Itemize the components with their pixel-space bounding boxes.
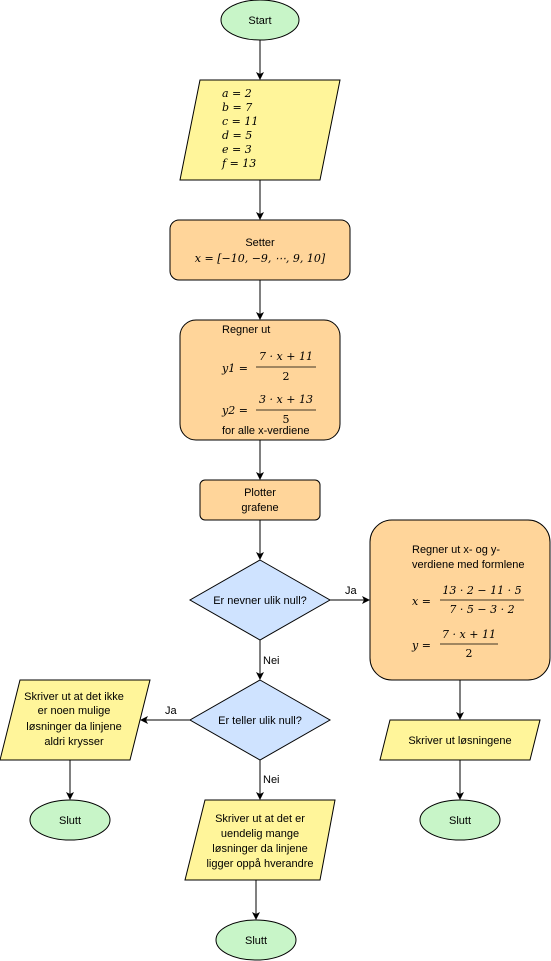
end-node-center: Slutt xyxy=(215,919,297,961)
input-line-d: d = 5 xyxy=(222,129,252,142)
print-infinite-line-4: ligger oppå hverandre xyxy=(206,858,313,870)
input-line-f: f = 13 xyxy=(221,157,256,170)
print-none-line-1: Skriver ut at det ikke xyxy=(24,691,124,703)
solve-x-lhs: x = xyxy=(412,595,431,608)
branch-label-no-2: Nei xyxy=(263,774,280,786)
input-line-b: b = 7 xyxy=(222,101,252,114)
end-node-right: Slutt xyxy=(419,799,501,841)
y2-lhs: y2 = xyxy=(221,404,248,417)
y1-denominator: 2 xyxy=(283,370,290,383)
set-x-title: Setter xyxy=(245,237,275,249)
connectors xyxy=(66,40,464,920)
branch-label-yes-left: Ja xyxy=(165,705,178,717)
input-line-c: c = 11 xyxy=(222,115,258,128)
input-values-node: a = 2 b = 7 c = 11 d = 5 e = 3 f = 13 xyxy=(179,79,341,181)
end-right-label: Slutt xyxy=(449,815,471,827)
plot-line-2: grafene xyxy=(241,502,278,514)
solve-y-numerator: 7 · x + 11 xyxy=(442,628,496,641)
print-none-line-2: er noen mulige xyxy=(38,705,111,717)
print-solution-node: Skriver ut løsningene xyxy=(379,719,541,761)
branch-label-yes-right: Ja xyxy=(345,585,358,597)
solve-y-lhs: y = xyxy=(411,639,431,652)
print-none-line-4: aldri krysser xyxy=(44,736,104,748)
print-infinite-line-1: Skriver ut at det er xyxy=(215,813,305,825)
compute-y-node: Regner ut y1 = 7 · x + 11 2 y2 = 3 · x +… xyxy=(179,319,341,441)
print-infinite-line-2: uendelig mange xyxy=(221,828,299,840)
solve-x-denominator: 7 · 5 − 3 · 2 xyxy=(449,603,514,616)
end-center-label: Slutt xyxy=(245,935,267,947)
set-x-node: Setter x = [−10, −9, ⋯, 9, 10] xyxy=(169,219,351,281)
decision-denominator-node: Er nevner ulik null? xyxy=(188,559,332,641)
input-line-e: e = 3 xyxy=(222,143,252,156)
solve-x-numerator: 13 · 2 − 11 · 5 xyxy=(442,584,521,597)
solve-title-1: Regner ut x- og y- xyxy=(412,544,500,556)
solve-title-2: verdiene med formlene xyxy=(412,559,525,571)
compute-y-footer: for alle x-verdiene xyxy=(222,425,309,437)
print-solution-label: Skriver ut løsningene xyxy=(408,735,511,747)
start-label: Start xyxy=(248,15,271,27)
solve-node: Regner ut x- og y- verdiene med formlene… xyxy=(369,519,551,681)
decision-denominator-question: Er nevner ulik null? xyxy=(213,595,307,607)
plot-line-1: Plotter xyxy=(244,487,276,499)
decision-numerator-node: Er teller ulik null? xyxy=(188,679,332,761)
print-no-solutions-node: Skriver ut at det ikke er noen mulige lø… xyxy=(0,679,151,761)
y2-denominator: 5 xyxy=(283,413,290,426)
input-line-a: a = 2 xyxy=(222,87,252,100)
y1-lhs: y1 = xyxy=(221,362,248,375)
print-none-line-3: løsninger da linjene xyxy=(26,721,121,733)
solve-y-denominator: 2 xyxy=(466,647,473,660)
print-infinite-node: Skriver ut at det er uendelig mange løsn… xyxy=(184,799,336,881)
start-node: Start xyxy=(220,0,300,41)
end-node-left: Slutt xyxy=(29,799,111,841)
plot-node: Plotter grafene xyxy=(199,479,321,521)
y1-numerator: 7 · x + 11 xyxy=(259,350,313,363)
compute-y-title: Regner ut xyxy=(222,324,270,336)
print-infinite-line-3: løsninger da linjene xyxy=(212,843,307,855)
end-left-label: Slutt xyxy=(59,815,81,827)
set-x-formula: x = [−10, −9, ⋯, 9, 10] xyxy=(195,252,326,265)
branch-label-no-1: Nei xyxy=(263,655,280,667)
y2-numerator: 3 · x + 13 xyxy=(259,393,313,406)
decision-numerator-question: Er teller ulik null? xyxy=(218,715,302,727)
